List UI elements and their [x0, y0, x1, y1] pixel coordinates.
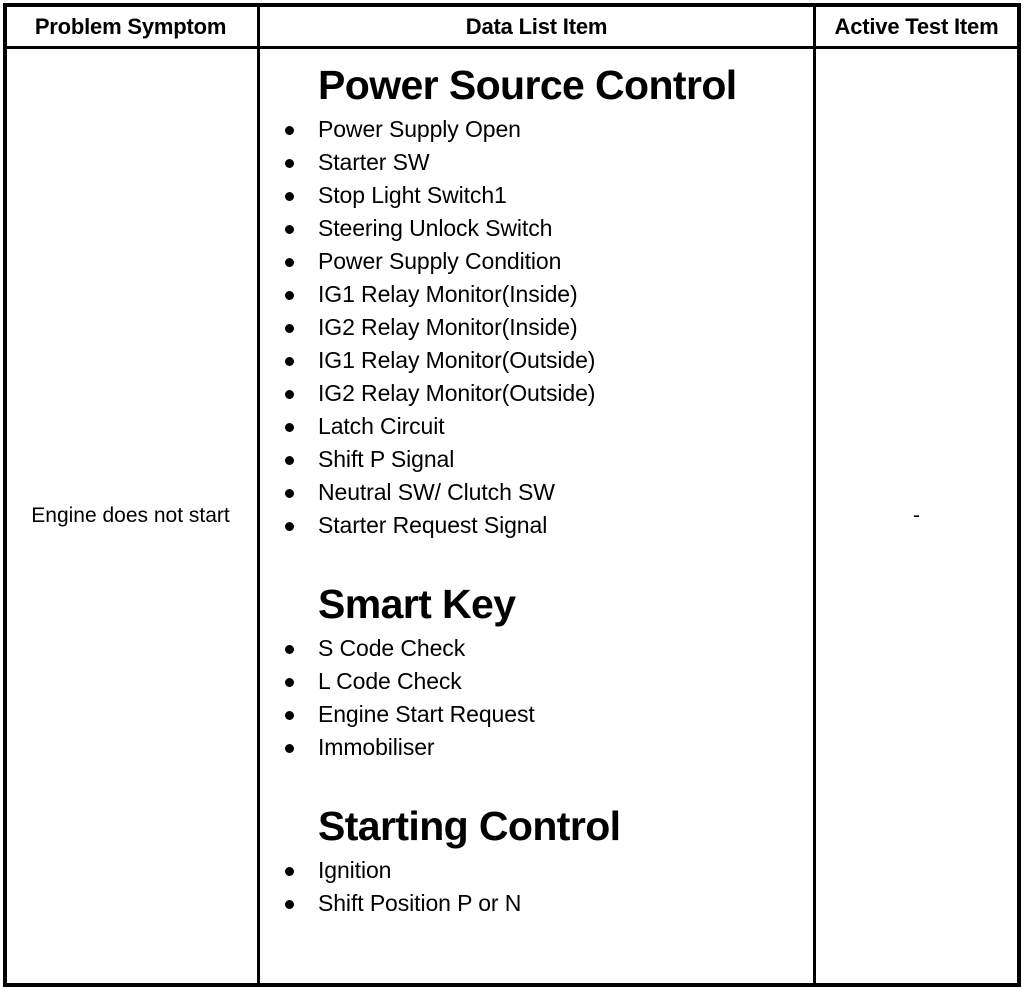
list-item-label: Steering Unlock Switch	[318, 215, 553, 241]
table-header-row: Problem Symptom Data List Item Active Te…	[7, 7, 1017, 49]
list-item-label: Engine Start Request	[318, 701, 535, 727]
list-item-label: Starter Request Signal	[318, 512, 548, 538]
section-title: Power Source Control	[318, 62, 737, 108]
list-item: Power Supply Open	[260, 113, 813, 146]
header-cell-active-test-item: Active Test Item	[816, 7, 1017, 46]
problem-symptom-text: Engine does not start	[31, 504, 230, 527]
bullet-icon	[285, 291, 294, 300]
list-item-label: IG1 Relay Monitor(Outside)	[318, 347, 596, 373]
list-item-label: Power Supply Condition	[318, 248, 562, 274]
list-item: IG2 Relay Monitor(Inside)	[260, 311, 813, 344]
header-cell-data-list-item: Data List Item	[257, 7, 816, 46]
header-cell-problem-symptom: Problem Symptom	[7, 7, 254, 46]
bullet-icon	[285, 489, 294, 498]
list-item-label: Ignition	[318, 857, 392, 883]
list-item: Stop Light Switch1	[260, 179, 813, 212]
section-title: Starting Control	[318, 803, 621, 849]
bullet-icon	[285, 324, 294, 333]
list-item: Latch Circuit	[260, 410, 813, 443]
list-item-label: Starter SW	[318, 149, 430, 175]
header-label-active-test-item: Active Test Item	[834, 13, 999, 39]
bullet-icon	[285, 744, 294, 753]
list-item-label: Neutral SW/ Clutch SW	[318, 479, 555, 505]
list-item: S Code Check	[260, 632, 813, 665]
list-item: Immobiliser	[260, 731, 813, 764]
bullet-icon	[285, 900, 294, 909]
bullet-icon	[285, 423, 294, 432]
list-item-label: IG2 Relay Monitor(Outside)	[318, 380, 596, 406]
list-item-label: Stop Light Switch1	[318, 182, 507, 208]
list-item: IG1 Relay Monitor(Outside)	[260, 344, 813, 377]
bullet-icon	[285, 159, 294, 168]
list-item-label: S Code Check	[318, 635, 466, 661]
list-item: IG1 Relay Monitor(Inside)	[260, 278, 813, 311]
list-item: Shift Position P or N	[260, 887, 813, 920]
bullet-icon	[285, 390, 294, 399]
cell-active-test-item: -	[816, 49, 1017, 983]
bullet-icon	[285, 126, 294, 135]
list-item-label: IG2 Relay Monitor(Inside)	[318, 314, 578, 340]
bullet-icon	[285, 711, 294, 720]
list-item-label: Latch Circuit	[318, 413, 445, 439]
list-item: Engine Start Request	[260, 698, 813, 731]
header-label-data-list-item: Data List Item	[465, 13, 608, 39]
list-item-label: IG1 Relay Monitor(Inside)	[318, 281, 578, 307]
list-item-label: Shift P Signal	[318, 446, 455, 472]
list-item: Starter Request Signal	[260, 509, 813, 542]
list-item: Neutral SW/ Clutch SW	[260, 476, 813, 509]
bullet-icon	[285, 258, 294, 267]
bullet-icon	[285, 225, 294, 234]
bullet-icon	[285, 456, 294, 465]
list-item: Shift P Signal	[260, 443, 813, 476]
list-item-label: Shift Position P or N	[318, 890, 522, 916]
list-item: Steering Unlock Switch	[260, 212, 813, 245]
header-label-problem-symptom: Problem Symptom	[34, 13, 227, 39]
cell-problem-symptom: Engine does not start	[7, 49, 254, 983]
list-item: IG2 Relay Monitor(Outside)	[260, 377, 813, 410]
list-item-label: Power Supply Open	[318, 116, 521, 142]
list-item: Starter SW	[260, 146, 813, 179]
diagnostic-table: Problem Symptom Data List Item Active Te…	[3, 3, 1021, 987]
bullet-icon	[285, 357, 294, 366]
list-item-label: Immobiliser	[318, 734, 435, 760]
list-item: Power Supply Condition	[260, 245, 813, 278]
bullet-icon	[285, 678, 294, 687]
list-item: L Code Check	[260, 665, 813, 698]
active-test-item-value: -	[913, 504, 920, 527]
bullet-icon	[285, 867, 294, 876]
bullet-icon	[285, 192, 294, 201]
table-body-row: Engine does not start Power Source Contr…	[7, 49, 1017, 983]
bullet-icon	[285, 645, 294, 654]
section-title: Smart Key	[318, 581, 516, 627]
list-item: Ignition	[260, 854, 813, 887]
list-item-label: L Code Check	[318, 668, 462, 694]
bullet-icon	[285, 522, 294, 531]
